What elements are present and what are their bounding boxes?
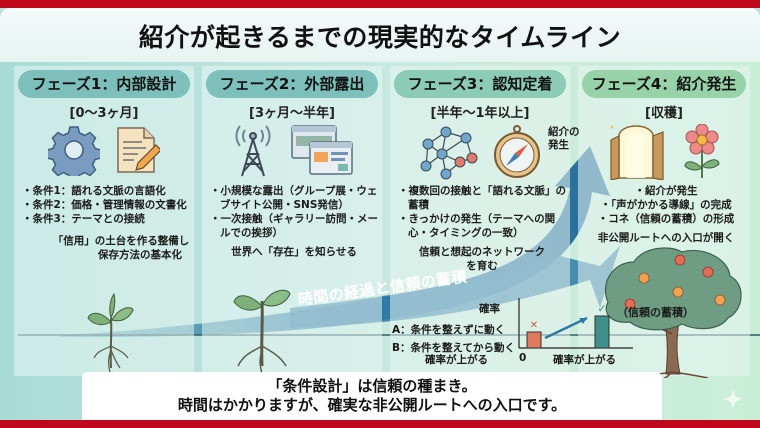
phase-1-bullet: ・条件2：価格・管理情報の文書化	[22, 199, 187, 211]
document-pencil-icon	[117, 127, 160, 173]
phase-1-period: [0〜3ヶ月]	[69, 106, 139, 121]
phase-2-bullet: ・小規模な露出（グループ展・ウェブサイト公開・SNS発信）	[210, 185, 378, 211]
top-accent-bar	[0, 0, 760, 8]
chart-y-label: 確率	[479, 303, 500, 315]
footer-line-2: 時間はかかりますが、確実な非公開ルートへの入口です。	[177, 396, 567, 414]
seedling-icon	[87, 292, 134, 373]
web-windows-icon	[291, 125, 353, 175]
svg-text:✕: ✕	[530, 320, 538, 331]
phase-1-summary-2: 保存方法の基本化	[98, 249, 182, 261]
title-band: 紹介が起きるまでの現実的なタイムライン	[0, 8, 760, 62]
phase-4-header: フェーズ4：紹介発生	[582, 70, 746, 98]
compass-icon	[494, 125, 540, 178]
phase-1-bullet: ・条件1：語れる文脈の言語化	[22, 185, 166, 197]
phase-1-panel: フェーズ1：内部設計 [0〜3ヶ月] ・条件1：語れる文脈の言語化 ・条件2：価…	[14, 66, 194, 376]
trust-accumulation-label: （信頼の蓄積）	[617, 306, 694, 319]
open-door-icon	[610, 125, 664, 180]
network-icon	[420, 126, 478, 180]
phase-3-bullet: ・複数回の接触と「語れる文脈」の蓄積	[398, 185, 566, 211]
phase-1-summary: 「信用」の土台を作る整備し	[52, 235, 190, 247]
footer-line-1: 「条件設計」は信頼の種まき。	[267, 377, 477, 395]
svg-text:✓: ✓	[597, 302, 606, 315]
phase-4-period: [収穫]	[645, 106, 683, 121]
phase-4-bullet: ・紹介が発生	[634, 185, 698, 197]
phase-4-bullet: ・「声がかかる導線」の完成	[600, 199, 732, 211]
phase-2-header: フェーズ2：外部露出	[206, 70, 378, 98]
referral-occurs-label: 紹介の 発生	[548, 126, 580, 151]
sapling-icon	[233, 289, 291, 375]
phase-3-summary: 信頼と想起のネットワーク	[419, 246, 545, 258]
broadcast-tower-icon	[235, 125, 271, 177]
sparkle-icon	[722, 388, 744, 410]
phase-1-header: フェーズ1：内部設計	[18, 70, 190, 98]
phase-3-header: フェーズ3：認知定着	[394, 70, 566, 98]
bottom-accent-bar	[0, 420, 760, 428]
probability-bar-chart: ✕ ✓	[518, 298, 633, 349]
legend-item-b: B：条件を整えてから動く	[392, 342, 515, 354]
phase-1-bullet: ・条件3：テーマとの接続	[22, 213, 145, 225]
chart-x-label-left: 確率が上がる	[425, 354, 488, 366]
phase-4-summary: 非公開ルートへの入口が開く	[597, 232, 735, 244]
chart-x-origin: 0	[519, 352, 527, 364]
phase-3-panel: フェーズ3：認知定着 [半年〜1年以上]	[390, 66, 570, 376]
phase-3-summary-2: を育む	[466, 260, 498, 272]
legend-item-a: A：条件を整えずに動く	[392, 324, 506, 336]
phase-2-bullet: ・一次接触（ギャラリー訪問・メールでの挨拶）	[210, 213, 378, 239]
chart-legend: A：条件を整えずに動く B：条件を整えてから動く	[392, 321, 515, 357]
fruit-tree-icon	[604, 247, 742, 378]
infographic-stage: 紹介が起きるまでの現実的なタイムライン フェーズ1：内部設計 [0〜3ヶ月]	[0, 8, 760, 420]
phase-3-bullet: ・きっかけの発生（テーマへの関心・タイミングの一致）	[398, 213, 556, 239]
phase-2-summary: 世界へ「存在」を知らせる	[231, 246, 357, 258]
chart-x-label-right: 確率が上がる	[553, 354, 616, 366]
gear-icon	[48, 126, 100, 176]
phase-2-period: [3ヶ月〜半年]	[249, 106, 335, 121]
page-title: 紹介が起きるまでの現実的なタイムライン	[138, 23, 622, 52]
footer-message-box: 「条件設計」は信頼の種まき。 時間はかかりますが、確実な非公開ルートへの入口です…	[82, 372, 662, 420]
phase-3-period: [半年〜1年以上]	[430, 106, 530, 121]
flower-icon	[684, 124, 720, 178]
phase-4-bullet: ・コネ（信頼の蓄積）の形成	[597, 213, 735, 225]
phase-2-panel: フェーズ2：外部露出 [3ヶ月〜半年]	[202, 66, 382, 376]
